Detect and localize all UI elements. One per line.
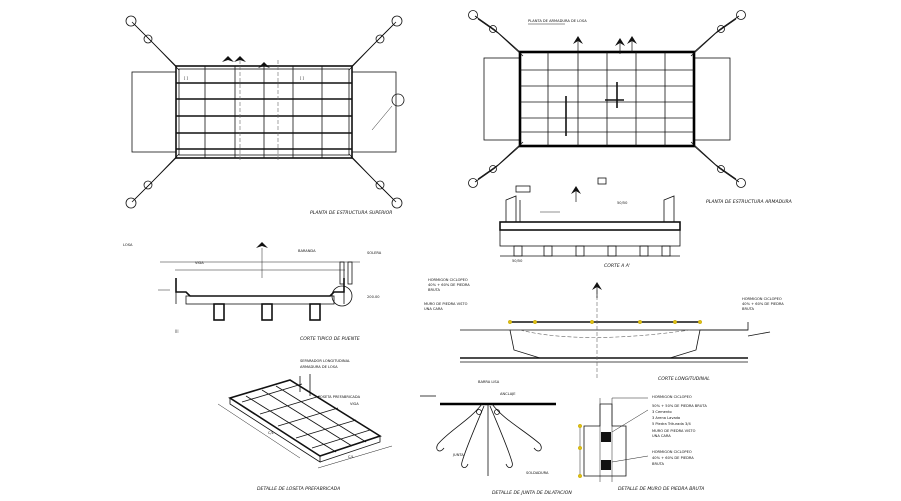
wall-label-6: MURO DE PIEDRA VISTO (652, 429, 696, 433)
plan-reinforcement-view: PLANTA DE ARMADURA DE LOSA PLAN (468, 10, 792, 205)
slab-label-2: ARMADURA DE LOSA (300, 365, 338, 369)
long-label-left-5: UNA CARA (424, 307, 443, 311)
plan-structure-title: PLANTA DE ESTRUCTURA SUPERIOR (310, 210, 392, 216)
north-arrow-icon (572, 35, 584, 53)
long-label-left-1: HORMIGON CICLOPEO (428, 278, 468, 282)
joint-label-1: BARRA LISA (478, 380, 500, 384)
wall-label-10: BRUTA (652, 462, 665, 466)
typical-section-title: CORTE TIPICO DE PUENTE (300, 336, 360, 342)
plan-structure-view: [ ] [ ] PLANTA DE ESTRUCTURA SUPERIOR (125, 15, 405, 216)
slab-detail-title: DETALLE DE LOSETA PREFABRICADA (257, 486, 340, 492)
long-label-left-2: 40% + 60% DE PIEDRA (428, 283, 470, 287)
typical-label-solera: SOLERA (367, 251, 382, 255)
wall-label-9: 40% + 60% DE PIEDRA (652, 456, 694, 460)
north-arrow-icon (591, 281, 603, 299)
wall-detail-view: HORMIGON CICLOPEO 50% + 50% DE PIEDRA BR… (578, 395, 707, 492)
wall-label-7: UNA CARA (652, 434, 671, 438)
joint-label-3: JUNTA (452, 453, 464, 457)
slab-label-1: SEPARADOR LONGITUDINAL (300, 359, 350, 363)
joint-label-4: SOLDADURA (526, 471, 549, 475)
longitudinal-cut-title: CORTE LONGITUDINAL (658, 376, 710, 382)
long-label-left-3: BRUTA (428, 288, 441, 292)
svg-text:[ ]: [ ] (184, 76, 189, 80)
long-label-right-3: BRUTA (742, 307, 755, 311)
joint-label-2: ANCLAJE (500, 392, 516, 396)
svg-text:[ ]: [ ] (300, 76, 305, 80)
slab-label-3: LOSETA PREFABRICADA (318, 395, 361, 399)
plan-reinforcement-title: PLANTA DE ESTRUCTURA ARMADURA (706, 199, 792, 205)
svg-text:C/L: C/L (348, 455, 354, 459)
typical-label-dim: 200.00 (367, 295, 380, 299)
typical-label-baranda: BARANDA (298, 249, 316, 253)
wall-label-5: 5 Piedra Triturada 3/4 (652, 422, 691, 426)
slab-label-4: VIGA (350, 402, 359, 406)
svg-text:C/L: C/L (268, 431, 274, 435)
svg-text:50/50: 50/50 (617, 201, 628, 205)
joint-detail-title: DETALLE DE JUNTA DE DILATACION (492, 490, 572, 496)
cut-aa-title: CORTE A A' (604, 263, 630, 269)
long-label-right-2: 40% + 60% DE PIEDRA (742, 302, 784, 306)
typical-label-losa: LOSA (123, 243, 133, 247)
north-arrow-icon (626, 35, 638, 53)
svg-text:|||: ||| (175, 329, 179, 333)
north-arrow-icon (570, 185, 582, 203)
long-label-left-4: MURO DE PIEDRA VISTO (424, 302, 468, 306)
wall-label-4: 3 Arena Lavada (652, 416, 680, 420)
wall-label-1: HORMIGON CICLOPEO (652, 395, 692, 399)
long-label-right-1: HORMIGON CICLOPEO (742, 297, 782, 301)
joint-detail-view: BARRA LISA ANCLAJE JUNTA SOLDADURA DETAL… (420, 380, 572, 496)
svg-text:50/50: 50/50 (512, 259, 523, 263)
wall-label-3: 3 Cemento (652, 410, 672, 414)
typical-section-view: LOSA BARANDA VIGA SOLERA 200.00 ||| CORT… (123, 242, 382, 342)
slab-detail-view: C/L C/L SEPARADOR LONGITUDINAL ARMADURA … (217, 359, 393, 492)
cut-aa-view: 50/50 50/50 CORTE A A' (499, 177, 681, 269)
plan-reinforcement-top-label: PLANTA DE ARMADURA DE LOSA (528, 19, 587, 23)
longitudinal-cut-view: HORMIGON CICLOPEO 40% + 60% DE PIEDRA BR… (424, 278, 784, 382)
wall-detail-title: DETALLE DE MURO DE PIEDRA BRUTA (618, 486, 704, 492)
wall-label-2: 50% + 50% DE PIEDRA BRUTA (652, 404, 707, 408)
typical-label-viga: VIGA (195, 261, 204, 265)
wall-label-8: HORMIGON CICLOPEO (652, 450, 692, 454)
